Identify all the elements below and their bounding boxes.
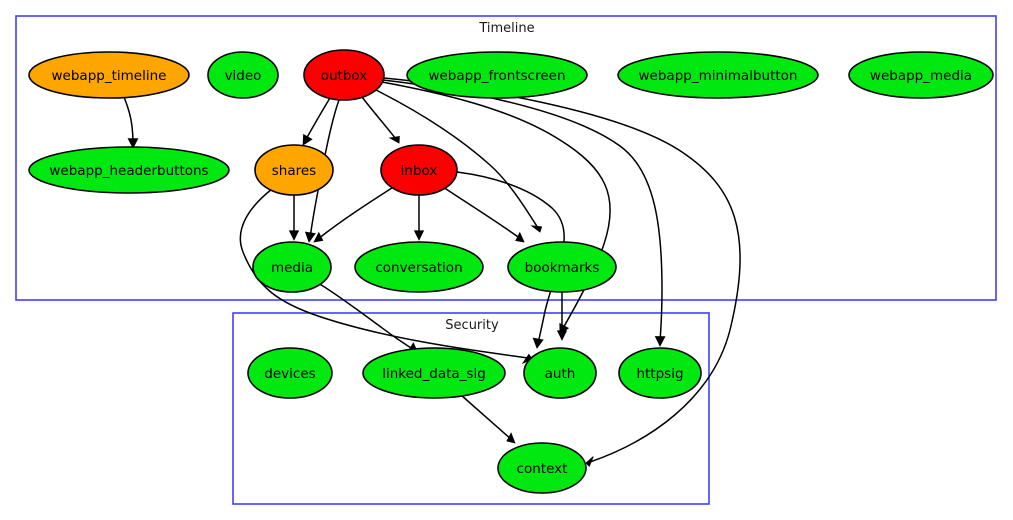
edge-line bbox=[460, 394, 513, 441]
edge-line bbox=[123, 96, 134, 145]
node-group: webapp_timeline video outbox webapp_frontsc… bbox=[28, 49, 994, 494]
node-shape-conversation[interactable] bbox=[354, 241, 484, 293]
edge-media-to-linked_data_sig bbox=[317, 282, 419, 354]
node-shape-context[interactable] bbox=[497, 442, 587, 494]
edge-inbox-to-conversation bbox=[413, 195, 425, 241]
edge-linked_data_sig-to-context bbox=[460, 394, 516, 444]
node-shape-video[interactable] bbox=[207, 51, 279, 99]
arrowhead-icon bbox=[585, 456, 594, 468]
edge-line bbox=[383, 77, 741, 463]
edge-outbox-to-inbox bbox=[361, 96, 400, 144]
arrowhead-icon bbox=[556, 330, 568, 341]
cluster-label-security: Security bbox=[445, 318, 499, 333]
edge-line bbox=[317, 282, 415, 351]
node-outbox[interactable]: outbox bbox=[303, 49, 385, 101]
node-shape-webapp_timeline[interactable] bbox=[28, 51, 190, 99]
edge-line bbox=[304, 97, 331, 142]
node-linked_data_sig[interactable]: linked_data_sig bbox=[362, 347, 506, 399]
node-shape-media[interactable] bbox=[252, 241, 332, 293]
edge-line bbox=[381, 81, 611, 331]
edge-line bbox=[361, 96, 397, 140]
arrowhead-icon bbox=[388, 136, 400, 144]
edge-outbox-to-shares bbox=[302, 97, 331, 146]
cluster-security: Security bbox=[232, 312, 710, 505]
node-inbox[interactable]: inbox bbox=[380, 144, 458, 196]
arrowhead-icon bbox=[532, 337, 544, 349]
edge-line bbox=[239, 188, 529, 359]
node-bookmarks[interactable]: bookmarks bbox=[507, 241, 617, 293]
edge-bookmarks-to-auth bbox=[556, 292, 568, 341]
edge-line bbox=[371, 87, 539, 229]
node-shape-inbox[interactable] bbox=[380, 144, 458, 196]
node-webapp_minimalbutton[interactable]: webapp_minimalbutton bbox=[617, 51, 819, 99]
node-auth[interactable]: auth bbox=[523, 347, 597, 399]
cluster-timeline: Timeline bbox=[15, 15, 997, 301]
node-webapp_headerbuttons[interactable]: webapp_headerbuttons bbox=[28, 146, 230, 194]
edge-line bbox=[317, 185, 396, 240]
node-webapp_timeline[interactable]: webapp_timeline bbox=[28, 51, 190, 99]
node-shape-auth[interactable] bbox=[523, 347, 597, 399]
edge-outbox-to-context bbox=[383, 77, 741, 468]
edge-inbox-to-media bbox=[313, 185, 396, 243]
edge-outbox-to-auth bbox=[381, 81, 611, 335]
edge-line bbox=[309, 99, 340, 239]
edge-line bbox=[382, 79, 663, 343]
arrowhead-icon bbox=[654, 336, 666, 347]
node-media[interactable]: media bbox=[252, 241, 332, 293]
node-shape-shares[interactable] bbox=[254, 144, 334, 196]
node-video[interactable]: video bbox=[207, 51, 279, 99]
cluster-label-timeline: Timeline bbox=[478, 21, 534, 36]
arrowhead-icon bbox=[313, 231, 324, 243]
arrowhead-icon bbox=[304, 231, 316, 243]
edge-outbox-to-httpsig bbox=[382, 79, 666, 347]
node-shape-webapp_media[interactable] bbox=[848, 51, 994, 99]
node-conversation[interactable]: conversation bbox=[354, 241, 484, 293]
arrowhead-icon bbox=[515, 231, 525, 243]
node-shape-devices[interactable] bbox=[247, 347, 333, 399]
arrowhead-icon bbox=[530, 225, 543, 233]
node-shape-webapp_headerbuttons[interactable] bbox=[28, 146, 230, 194]
node-webapp_media[interactable]: webapp_media bbox=[848, 51, 994, 99]
node-shape-bookmarks[interactable] bbox=[507, 241, 617, 293]
arrowhead-icon bbox=[506, 432, 516, 444]
edge-webapp_timeline-to-webapp_headerbuttons bbox=[123, 96, 139, 149]
node-context[interactable]: context bbox=[497, 442, 587, 494]
edge-line bbox=[442, 186, 522, 240]
edge-shares-to-media bbox=[288, 194, 300, 241]
arrowhead-icon bbox=[413, 230, 425, 241]
node-shape-outbox[interactable] bbox=[303, 49, 385, 101]
node-httpsig[interactable]: httpsig bbox=[618, 347, 702, 399]
node-webapp_frontscreen[interactable]: webapp_frontscreen bbox=[406, 51, 588, 99]
edge-outbox-to-bookmarks bbox=[371, 87, 543, 233]
node-shape-linked_data_sig[interactable] bbox=[362, 347, 506, 399]
cluster-border-timeline bbox=[15, 15, 997, 301]
node-shape-webapp_frontscreen[interactable] bbox=[406, 51, 588, 99]
edge-outbox-to-media bbox=[304, 99, 340, 243]
cluster-border-security bbox=[232, 312, 710, 505]
arrowhead-icon bbox=[302, 133, 313, 146]
edge-inbox-to-bookmarks bbox=[442, 186, 525, 243]
node-shape-webapp_minimalbutton[interactable] bbox=[617, 51, 819, 99]
arrowhead-icon bbox=[127, 138, 139, 149]
node-shape-httpsig[interactable] bbox=[618, 347, 702, 399]
arrowhead-icon bbox=[288, 230, 300, 241]
node-devices[interactable]: devices bbox=[247, 347, 333, 399]
node-shares[interactable]: shares bbox=[254, 144, 334, 196]
